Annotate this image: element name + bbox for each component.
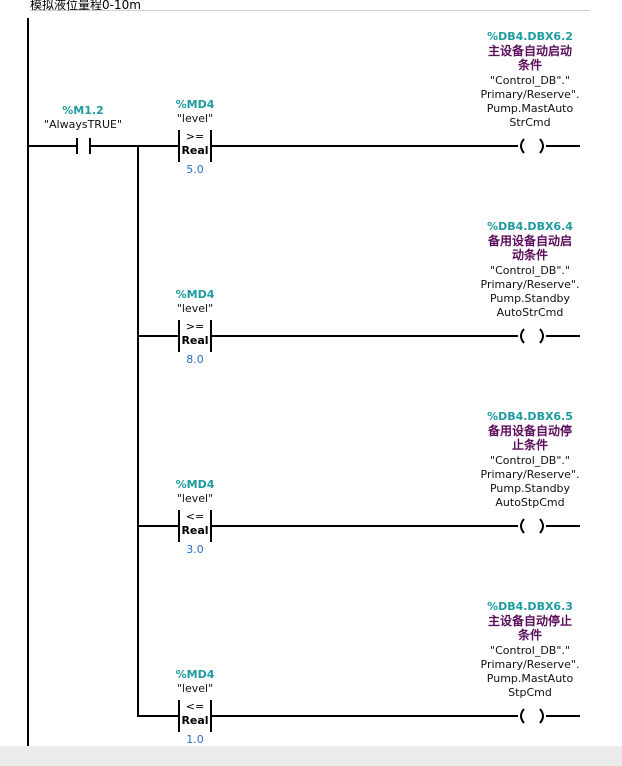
cmp-operand-1: %MD4 "level" bbox=[160, 98, 230, 126]
cmp-tag[interactable]: "level" bbox=[176, 112, 214, 125]
coil-right-4[interactable] bbox=[539, 708, 544, 724]
coil-left-2[interactable] bbox=[520, 328, 525, 344]
cmp-operand-3: %MD4 "level" bbox=[175, 478, 215, 505]
cmp-value-1[interactable]: 5.0 bbox=[186, 163, 204, 176]
coil-right-1[interactable] bbox=[539, 138, 544, 154]
coil-tag-3[interactable]: "Control_DB"." Primary/Reserve". Pump.St… bbox=[480, 454, 580, 509]
network-title: 模拟液位量程0-10m bbox=[30, 0, 141, 12]
cmp-box-4[interactable]: <= Real bbox=[181, 700, 209, 727]
coil-tag-2[interactable]: "Control_DB"." Primary/Reserve". Pump.St… bbox=[480, 264, 580, 319]
cmp-box-2[interactable]: >= Real bbox=[181, 320, 209, 347]
cmp-box-1[interactable]: >= Real bbox=[180, 130, 210, 170]
cmp-address: %MD4 bbox=[175, 98, 215, 111]
coil-address-4: %DB4.DBX6.3 bbox=[487, 600, 573, 613]
coil-comment-3: 备用设备自动停 止条件 bbox=[487, 424, 572, 452]
coil-comment-1: 主设备自动启动 条件 bbox=[487, 44, 572, 72]
coil-comment-4: 主设备自动停止 条件 bbox=[487, 614, 572, 642]
coil-left-3[interactable] bbox=[520, 518, 525, 534]
cmp-operator: >= bbox=[185, 130, 205, 143]
coil-right-3[interactable] bbox=[539, 518, 544, 534]
coil-right-2[interactable] bbox=[539, 328, 544, 344]
coil-left-1[interactable] bbox=[520, 138, 525, 154]
coil-left-4[interactable] bbox=[520, 708, 525, 724]
network-title-bar bbox=[30, 0, 590, 11]
cmp-box-3[interactable]: <= Real bbox=[181, 510, 209, 537]
cmp-value-2[interactable]: 8.0 bbox=[186, 353, 204, 366]
contact-address: %M1.2 bbox=[62, 104, 104, 117]
status-bar bbox=[0, 746, 622, 766]
contact-tag[interactable]: "AlwaysTRUE" bbox=[43, 118, 123, 131]
coil-address-3: %DB4.DBX6.5 bbox=[487, 410, 573, 423]
cmp-type: Real bbox=[181, 144, 209, 157]
cmp-operand-2: %MD4 "level" bbox=[175, 288, 215, 315]
coil-tag-1[interactable]: "Control_DB"." Primary/Reserve". Pump.Ma… bbox=[480, 74, 580, 129]
coil-tag-4[interactable]: "Control_DB"." Primary/Reserve". Pump.Ma… bbox=[480, 644, 580, 699]
cmp-value-4[interactable]: 1.0 bbox=[186, 733, 204, 746]
contact-operand: %M1.2 "AlwaysTRUE" bbox=[38, 104, 128, 132]
coil-address-2: %DB4.DBX6.4 bbox=[487, 220, 573, 233]
cmp-value-3[interactable]: 3.0 bbox=[186, 543, 204, 556]
coil-address-1: %DB4.DBX6.2 bbox=[487, 30, 573, 43]
coil-comment-2: 备用设备自动启 动条件 bbox=[487, 234, 572, 262]
cmp-operand-4: %MD4 "level" bbox=[175, 668, 215, 695]
